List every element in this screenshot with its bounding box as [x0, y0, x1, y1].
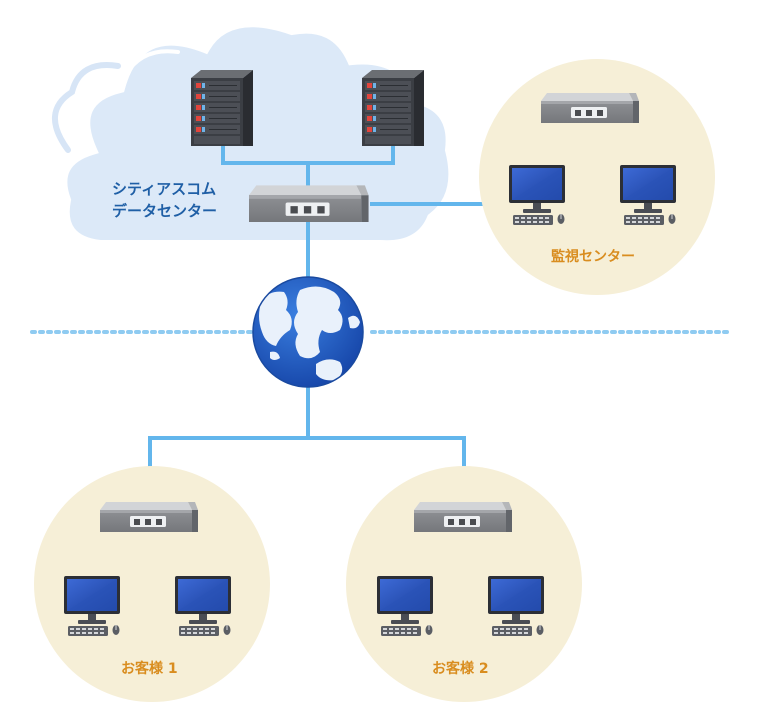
switch-icon: [541, 93, 639, 123]
switch-icon: [100, 502, 198, 532]
server-rack-icon: [190, 69, 254, 147]
switch-icon: [414, 502, 512, 532]
server-rack-icon: [361, 69, 425, 147]
customer-1-circle: [34, 466, 270, 702]
datacenter-label-line2: データセンター: [112, 202, 218, 220]
customer-1-label: お客様 1: [121, 661, 178, 677]
internet-globe-icon: [252, 276, 364, 388]
customer-2-label: お客様 2: [432, 661, 489, 677]
switch-icon: [249, 185, 369, 222]
monitoring-center-label: 監視センター: [551, 249, 635, 265]
customer-2-circle: [346, 466, 582, 702]
datacenter-label: シティアスコム データセンター: [112, 178, 217, 222]
datacenter-label-line1: シティアスコム: [112, 180, 217, 198]
monitoring-center-circle: [479, 59, 715, 295]
